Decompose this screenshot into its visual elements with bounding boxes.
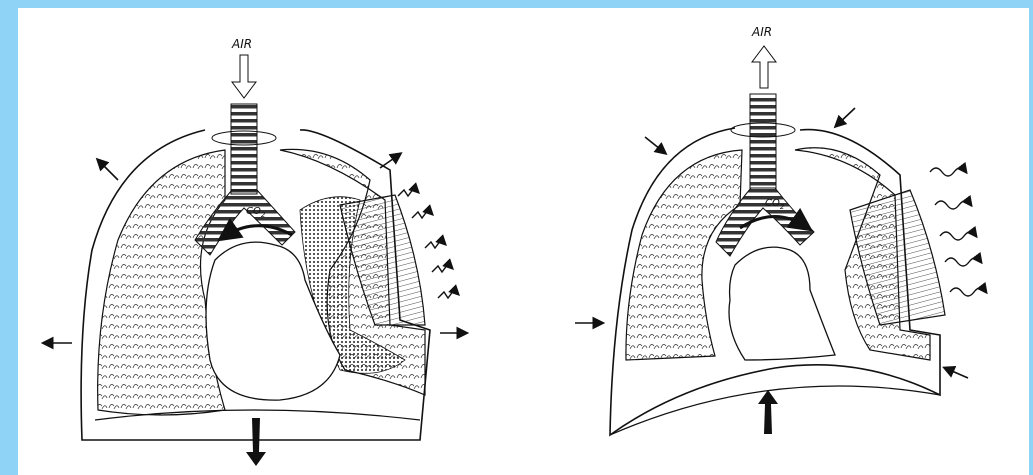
right-trachea: [750, 94, 776, 190]
right-air-label: AIR: [751, 25, 772, 39]
right-diagram: CO2 AIR: [575, 25, 986, 435]
left-air-in-arrow: [232, 55, 256, 98]
right-air-out-arrow: [752, 46, 776, 88]
right-arrow-in-topleft: [645, 137, 665, 153]
right-wavy-arrows: [930, 168, 986, 296]
left-air-label: AIR: [231, 37, 252, 51]
right-arrow-in-right: [945, 368, 968, 378]
left-trachea: [231, 104, 257, 194]
left-arrow-out-topright: [380, 154, 400, 168]
right-arrow-in-up: [758, 390, 778, 434]
left-arrow-out-topleft: [98, 160, 118, 180]
left-diagram: CO2 AIR: [44, 37, 466, 466]
right-arrow-in-topright: [836, 108, 855, 126]
